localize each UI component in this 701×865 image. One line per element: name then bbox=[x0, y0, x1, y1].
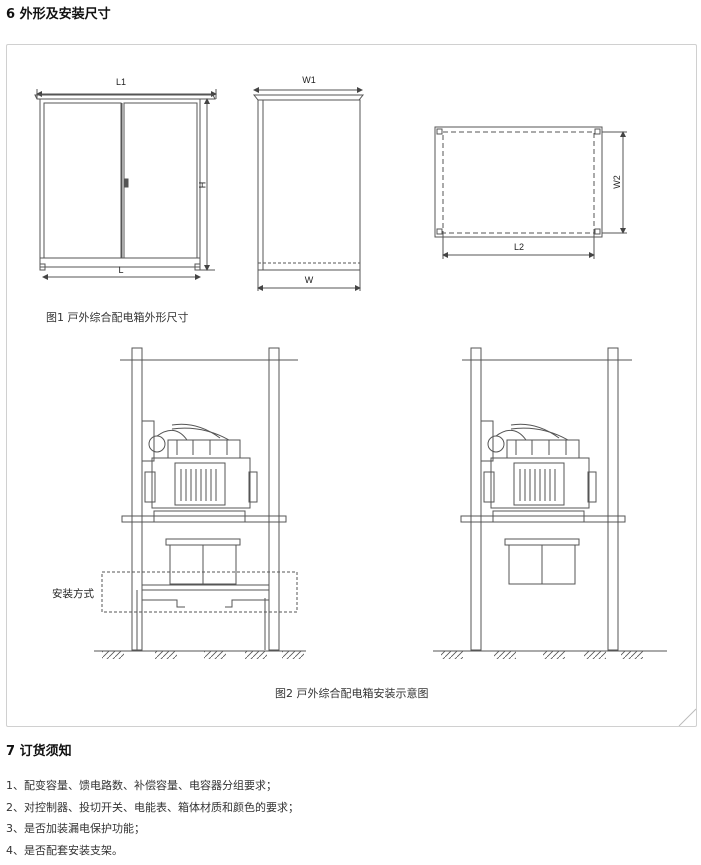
install-left bbox=[94, 347, 306, 652]
dim-W1: W1 bbox=[302, 75, 316, 85]
ground-hatch bbox=[621, 651, 643, 659]
mount-label: 安装方式 bbox=[52, 587, 94, 600]
side-view bbox=[252, 87, 365, 291]
ground-hatch bbox=[155, 651, 177, 659]
figure2-caption: 图2 戸外综合配电箱安装示意图 bbox=[275, 687, 429, 700]
dim-W: W bbox=[305, 275, 314, 285]
dim-W2: W2 bbox=[612, 175, 622, 189]
list-item: 2、对控制器、投切开关、电能表、箱体材质和颜色的要求； bbox=[6, 800, 299, 814]
section-6-title: 6 外形及安装尺寸 bbox=[6, 7, 111, 22]
list-item: 1、配变容量、馈电路数、补偿容量、电容器分组要求； bbox=[6, 779, 277, 792]
front-view bbox=[34, 89, 217, 280]
drawing-panel: L1 L H W1 W bbox=[6, 44, 697, 727]
ground-hatch bbox=[282, 651, 304, 659]
install-right bbox=[433, 347, 667, 652]
dim-L1: L1 bbox=[116, 77, 126, 87]
drawing-canvas: L1 L H W1 W bbox=[34, 75, 696, 726]
dim-L: L bbox=[118, 265, 123, 275]
list-item: 4、是否配套安装支架。 bbox=[6, 843, 123, 857]
section-7-title: 7 订货须知 bbox=[6, 744, 72, 759]
list-item: 3、是否加装漏电保护功能； bbox=[6, 822, 145, 835]
dim-L2: L2 bbox=[514, 242, 524, 252]
top-view bbox=[434, 126, 627, 259]
order-notes-list: 1、配变容量、馈电路数、补偿容量、电容器分组要求； 2、对控制器、投切开关、电能… bbox=[6, 775, 299, 861]
ground-hatch bbox=[245, 651, 267, 659]
ground-hatch bbox=[204, 651, 226, 659]
ground-hatch bbox=[584, 651, 606, 659]
ground-hatch bbox=[543, 651, 565, 659]
ground-hatch bbox=[102, 651, 124, 659]
dim-H: H bbox=[197, 182, 207, 189]
ground-hatch bbox=[494, 651, 516, 659]
figure1-caption: 图1 戸外综合配电箱外形尺寸 bbox=[46, 311, 189, 324]
ground-hatch bbox=[441, 651, 463, 659]
